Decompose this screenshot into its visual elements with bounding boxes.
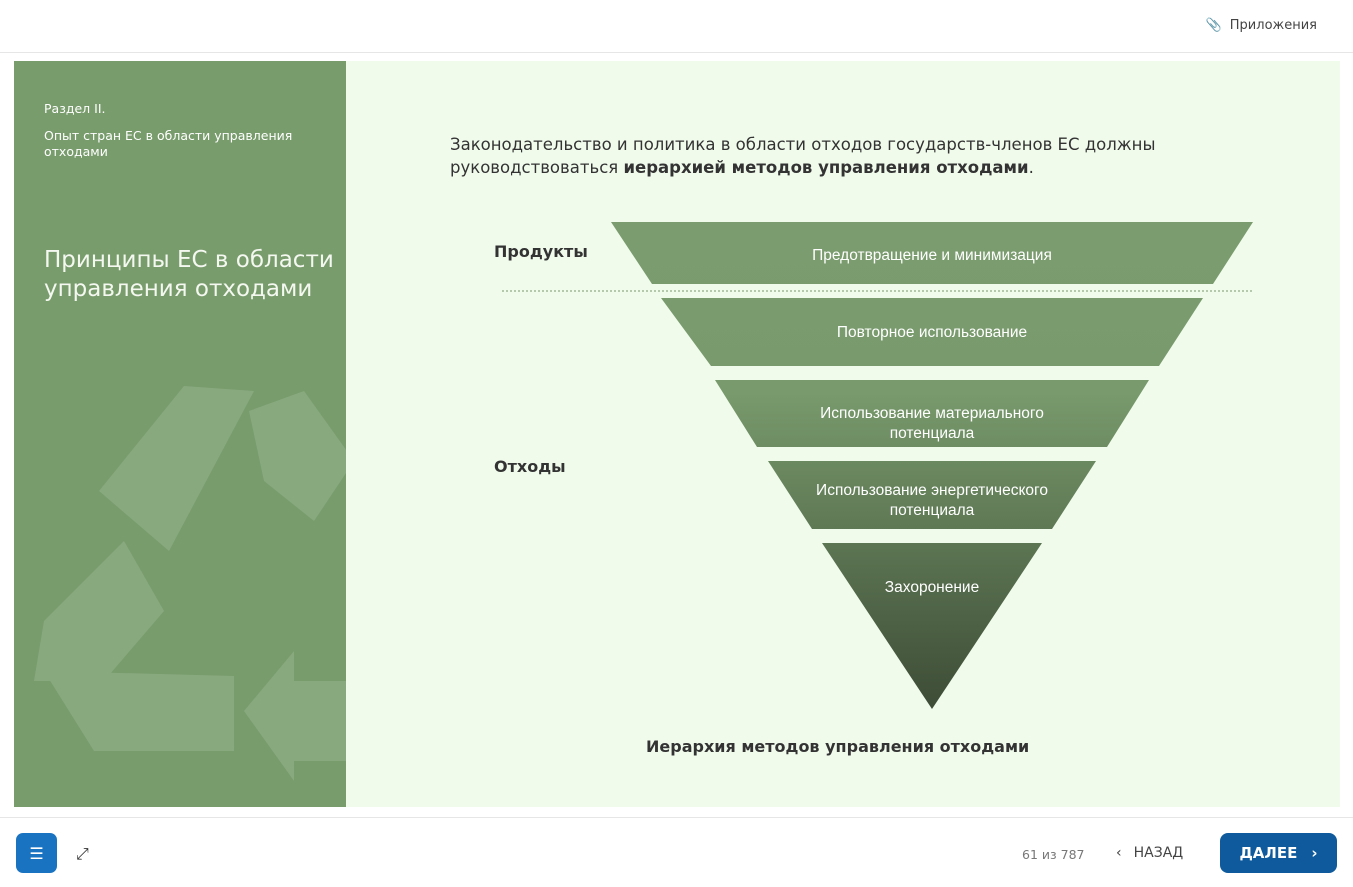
attachments-label: Приложения — [1229, 18, 1317, 33]
level-3-label: Использование материального — [820, 405, 1044, 422]
list-icon: ☰ — [29, 843, 44, 863]
back-label: НАЗАД — [1133, 845, 1184, 861]
level-4 — [768, 461, 1096, 529]
label-waste: Отходы — [494, 457, 566, 476]
back-button[interactable]: ‹ НАЗАД — [1116, 845, 1183, 861]
slide-title: Принципы ЕС в области управления отходам… — [44, 247, 334, 302]
intro-text: Законодательство и политика в области от… — [450, 133, 1210, 179]
section-number: Раздел II. — [44, 101, 106, 116]
level-3 — [715, 380, 1149, 447]
level-4-label-2: потенциала — [890, 502, 975, 519]
intro-text-end: . — [1028, 158, 1034, 177]
level-1-label: Предотвращение и минимизация — [812, 247, 1052, 264]
intro-text-plain: Законодательство и политика в области от… — [450, 135, 1156, 177]
diagram-caption: Иерархия методов управления отходами — [646, 737, 1030, 756]
slide-counter: 61 из 787 — [1022, 847, 1085, 862]
level-3-label-2: потенциала — [890, 425, 975, 442]
level-5 — [822, 543, 1042, 709]
level-2 — [661, 298, 1203, 366]
level-2-label: Повторное использование — [837, 324, 1027, 341]
chevron-right-icon: › — [1311, 844, 1318, 862]
sidebar: Раздел II. Опыт стран ЕС в области управ… — [14, 61, 346, 807]
next-label: ДАЛЕЕ — [1239, 844, 1298, 862]
chevron-left-icon: ‹ — [1116, 845, 1122, 861]
next-button[interactable]: ДАЛЕЕ › — [1220, 833, 1337, 873]
menu-button[interactable]: ☰ — [16, 833, 57, 873]
label-products: Продукты — [494, 242, 588, 261]
fullscreen-icon[interactable]: ⤢ — [76, 844, 89, 863]
level-1 — [611, 222, 1253, 284]
bottom-bar: ☰ ⤢ 61 из 787 ‹ НАЗАД ДАЛЕЕ › — [0, 817, 1353, 887]
attachments-button[interactable]: 📎 Приложения — [1206, 18, 1317, 33]
intro-text-bold: иерархией методов управления отходами — [623, 158, 1029, 177]
recycle-icon — [34, 386, 346, 781]
top-bar: 📎 Приложения — [0, 0, 1353, 53]
section-subtitle: Опыт стран ЕС в области управления отход… — [44, 128, 293, 159]
paperclip-icon: 📎 — [1205, 18, 1222, 33]
level-5-label: Захоронение — [885, 579, 979, 596]
level-4-label: Использование энергетического — [816, 482, 1048, 499]
